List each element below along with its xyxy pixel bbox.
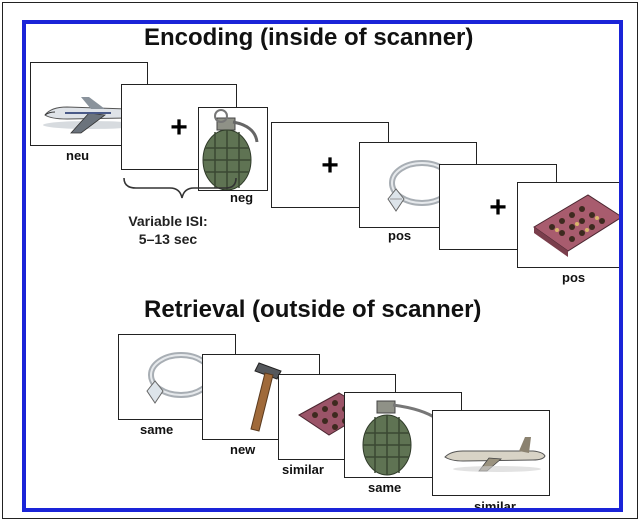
label-pos: pos [388,228,412,243]
label-new: new [230,442,256,457]
grenade-image [362,400,438,476]
label-neu: neu [66,148,90,163]
retrieval-title: Retrieval (outside of scanner) [144,296,482,323]
encoding-card-chocolates [517,182,619,268]
label-same: same [368,480,402,495]
label-similar: similar [474,499,516,512]
figure-frame: Encoding (inside of scanner) neu + [22,20,623,512]
label-pos: pos [562,270,586,285]
grenade-image [202,109,259,190]
isi-line-2: 5–13 sec [138,231,198,247]
fixation-cross: + [321,149,339,182]
label-neg: neg [230,190,254,205]
encoding-title: Encoding (inside of scanner) [144,24,474,51]
fixation-cross: + [489,191,507,224]
hammer-image [250,362,282,432]
label-similar: similar [282,462,324,477]
isi-line-1: Variable ISI: [128,213,208,229]
fixation-cross: + [170,111,188,144]
retrieval-card-airplane [432,410,550,496]
isi-brace [123,177,237,199]
chocolate-box-image [533,194,619,257]
isi-label: Variable ISI: 5–13 sec [108,212,228,248]
airplane-image [444,437,546,472]
label-same: same [140,422,174,437]
encoding-card-grenade [198,107,268,191]
